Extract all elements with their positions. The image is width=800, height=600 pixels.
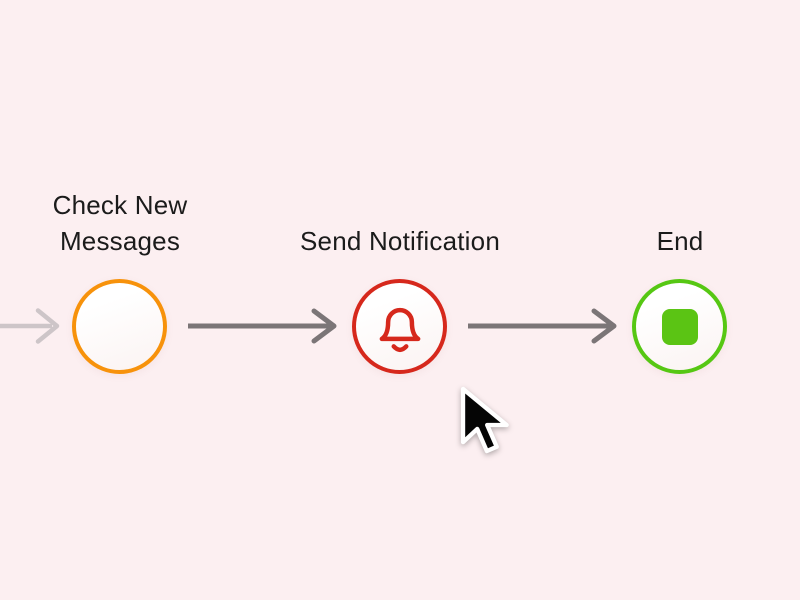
connector-incoming-arrow bbox=[0, 308, 60, 344]
stop-square-icon bbox=[661, 308, 698, 345]
bell-icon bbox=[370, 297, 430, 357]
node-label-end: End bbox=[656, 226, 704, 256]
node-send-notification[interactable] bbox=[352, 279, 447, 374]
connector-arrow-2 bbox=[468, 308, 617, 344]
node-end[interactable] bbox=[632, 279, 727, 374]
node-label-check-new-messages: Check New Messages bbox=[52, 190, 188, 256]
node-label-send-notification: Send Notification bbox=[300, 226, 500, 256]
connector-arrow-1 bbox=[188, 308, 337, 344]
node-check-new-messages[interactable] bbox=[72, 279, 167, 374]
